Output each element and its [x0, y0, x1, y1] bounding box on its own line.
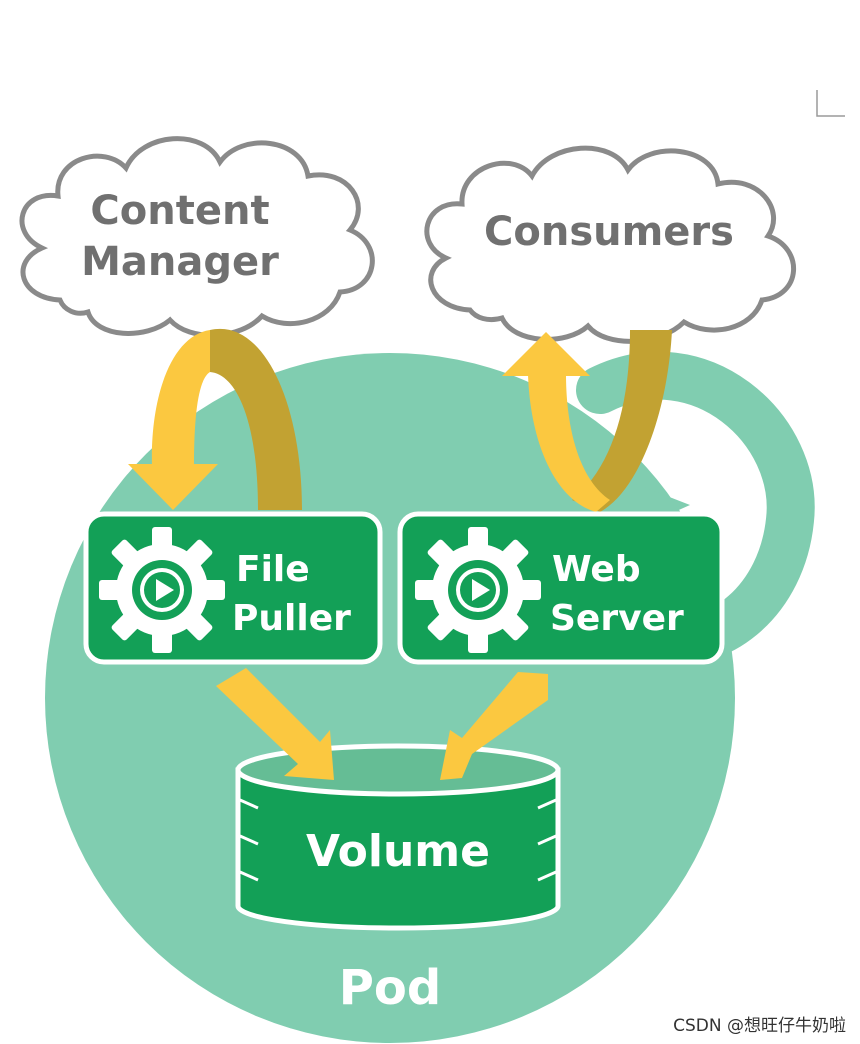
file-puller-gear-icon [99, 527, 225, 653]
corner-mark [816, 90, 845, 117]
web-server-gear-icon [415, 527, 541, 653]
volume-cylinder-icon: Volume [235, 743, 561, 931]
web-server-loop-front [528, 374, 610, 512]
file-puller-label-line1: File [236, 549, 310, 590]
web-server-label-line1: Web [552, 549, 641, 590]
file-puller-container: File Puller [83, 511, 383, 665]
web-server-container: Web Server [397, 511, 725, 665]
content-manager-loop-back [210, 328, 302, 510]
content-manager-label-line1: Content [90, 188, 269, 234]
consumers-arrowhead [502, 332, 590, 376]
consumers-label: Consumers [484, 209, 734, 255]
file-puller-to-volume-arrow [216, 668, 334, 780]
file-puller-arrowhead [128, 464, 218, 510]
web-server-loop-back [572, 330, 672, 512]
web-server-to-volume-arrow [440, 672, 548, 780]
content-manager-label-line2: Manager [81, 239, 279, 285]
web-server-label-line2: Server [550, 598, 684, 639]
volume-label: Volume [306, 826, 490, 877]
consumers-cloud [424, 145, 796, 344]
file-puller-label-line2: Puller [232, 598, 351, 639]
watermark-text: CSDN @想旺仔牛奶啦 [673, 1016, 846, 1036]
content-manager-cloud [19, 136, 375, 338]
content-manager-loop-front [151, 330, 210, 466]
pod-label: Pod [339, 960, 442, 1016]
